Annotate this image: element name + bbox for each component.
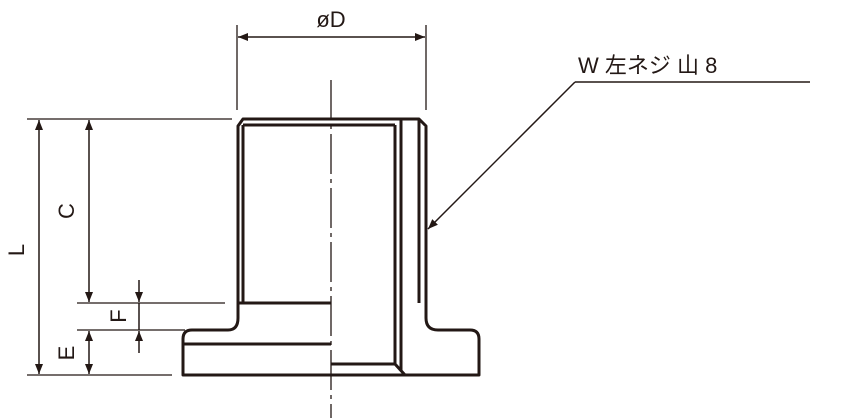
groove-height-dimension: F [106,280,143,353]
length-dimension: L [4,120,43,374]
thread-length-label: C [54,203,79,219]
thread-length-dimension: C [54,120,93,302]
flange-thickness-label: E [54,346,79,361]
groove-height-label: F [106,309,131,322]
flange-thickness-dimension: E [54,331,93,374]
part-outline [181,117,481,377]
length-label: L [4,244,29,256]
thread-note: W 左ネジ 山 8 [578,53,717,78]
diameter-label: øD [316,7,345,32]
thread-leader: W 左ネジ 山 8 [427,53,810,230]
extension-lines [27,118,232,376]
diameter-dimension: øD [236,7,427,110]
